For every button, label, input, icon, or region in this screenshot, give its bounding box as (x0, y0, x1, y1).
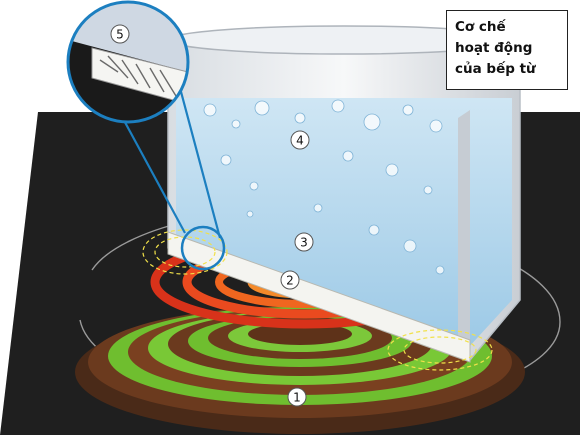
pot (167, 25, 521, 363)
callout-2: 2 (280, 270, 300, 290)
svg-text:5: 5 (116, 28, 124, 42)
bubbles (203, 99, 445, 275)
svg-text:2: 2 (286, 274, 294, 288)
title-line-3: của bếp từ (455, 61, 536, 77)
svg-text:4: 4 (296, 134, 304, 148)
callout-4: 4 (290, 130, 310, 150)
title-line-1: Cơ chế (455, 19, 506, 35)
svg-text:3: 3 (300, 236, 308, 250)
callout-1: 1 (287, 387, 307, 407)
title-box: Cơ chế hoạt động của bếp từ (446, 10, 568, 90)
pot-base-plate (167, 231, 471, 363)
water (176, 98, 512, 348)
callout-5: 5 (110, 24, 130, 44)
svg-text:1: 1 (293, 391, 301, 405)
zoom-inset-icon (66, 0, 190, 124)
magnifier-circle-icon (180, 225, 226, 271)
title-line-2: hoạt động (455, 40, 533, 56)
callout-3: 3 (294, 232, 314, 252)
